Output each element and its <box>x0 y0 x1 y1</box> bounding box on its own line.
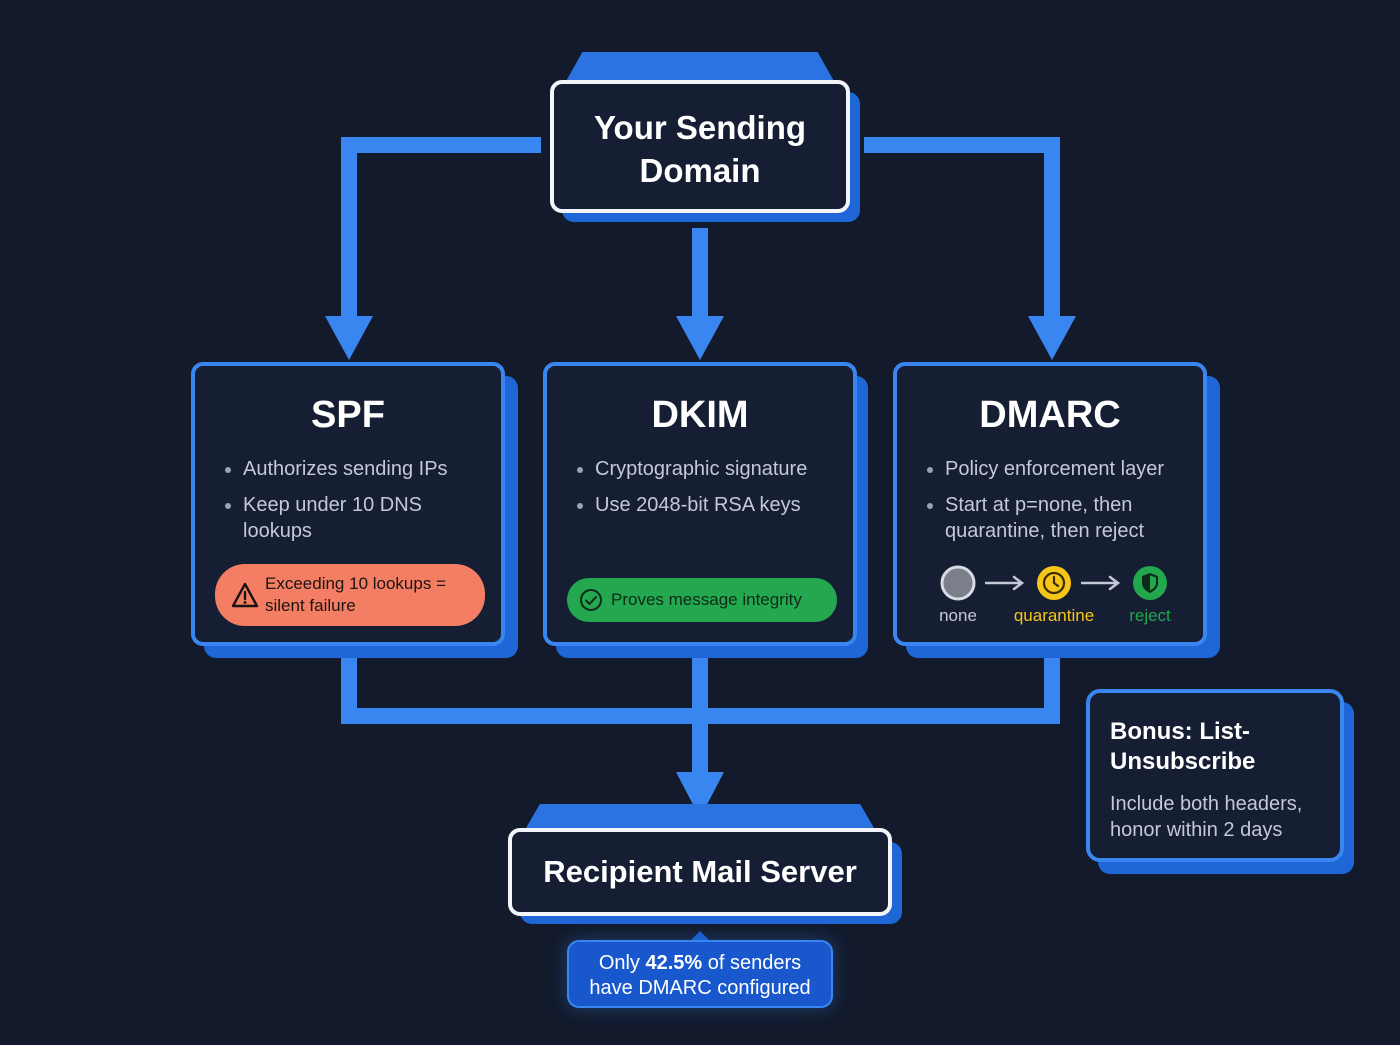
dkim-bullets: Cryptographic signature Use 2048-bit RSA… <box>575 456 837 528</box>
dkim-integrity-text: Proves message integrity <box>611 590 802 609</box>
bonus-card: Bonus: List-Unsubscribe Include both hea… <box>1086 689 1344 862</box>
shield-icon <box>1133 566 1167 600</box>
warning-icon <box>231 582 259 608</box>
destination-node: Recipient Mail Server <box>508 828 892 916</box>
policy-label-reject: reject <box>1129 606 1171 625</box>
dkim-bullet-2: Use 2048-bit RSA keys <box>575 492 837 518</box>
arrow-right-icon <box>985 575 1025 591</box>
check-circle-icon <box>580 589 602 611</box>
dmarc-bullets: Policy enforcement layer Start at p=none… <box>925 456 1187 554</box>
arrowhead-spf <box>325 316 373 360</box>
stat-callout: Only 42.5% of senders have DMARC configu… <box>567 940 833 1008</box>
spf-bullets: Authorizes sending IPs Keep under 10 DNS… <box>223 456 485 554</box>
dkim-integrity-callout: Proves message integrity <box>567 578 837 622</box>
bonus-title: Bonus: List-Unsubscribe <box>1110 718 1256 775</box>
dkim-title: DKIM <box>651 394 749 436</box>
policy-label-quarantine: quarantine <box>1013 606 1095 625</box>
dkim-bullet-1: Cryptographic signature <box>575 456 837 482</box>
policy-label-none: none <box>939 606 977 625</box>
stat-line-1: Only 42.5% of senders <box>569 951 831 976</box>
arrow-right-icon <box>1081 575 1121 591</box>
dmarc-policy-progression: none quarantine reject <box>897 564 1203 634</box>
dmarc-bullet-1: Policy enforcement layer <box>925 456 1187 482</box>
dkim-node: DKIM Cryptographic signature Use 2048-bi… <box>543 362 857 646</box>
spf-bullet-2: Keep under 10 DNS lookups <box>223 492 463 544</box>
stat-line-2: have DMARC configured <box>589 977 811 999</box>
spf-node: SPF Authorizes sending IPs Keep under 10… <box>191 362 505 646</box>
spf-bullet-1: Authorizes sending IPs <box>223 456 485 482</box>
arrowhead-recipient <box>676 772 724 818</box>
connector-source-to-spf <box>341 137 541 328</box>
arrowhead-dkim <box>676 316 724 360</box>
arrowhead-dmarc <box>1028 316 1076 360</box>
dmarc-node: DMARC Policy enforcement layer Start at … <box>893 362 1207 646</box>
dmarc-title: DMARC <box>979 394 1121 436</box>
stat-prefix: Only <box>598 952 646 974</box>
source-node: Your Sending Domain <box>550 80 850 213</box>
dmarc-bullet-2: Start at p=none, then quarantine, then r… <box>925 492 1185 544</box>
spf-warning-text: Exceeding 10 lookups = silent failure <box>265 574 446 615</box>
gray-circle-icon <box>940 565 976 601</box>
stat-value: 42.5% <box>645 952 703 974</box>
stat-suffix: of senders <box>702 952 802 974</box>
spf-title: SPF <box>311 394 385 436</box>
source-title: Your Sending Domain <box>593 109 807 189</box>
connector-source-to-dmarc <box>864 137 1060 328</box>
clock-icon <box>1037 566 1071 600</box>
destination-title: Recipient Mail Server <box>543 854 857 889</box>
bonus-text: Include both headers, honor within 2 day… <box>1110 793 1303 841</box>
spf-warning-callout: Exceeding 10 lookups = silent failure <box>215 564 485 626</box>
